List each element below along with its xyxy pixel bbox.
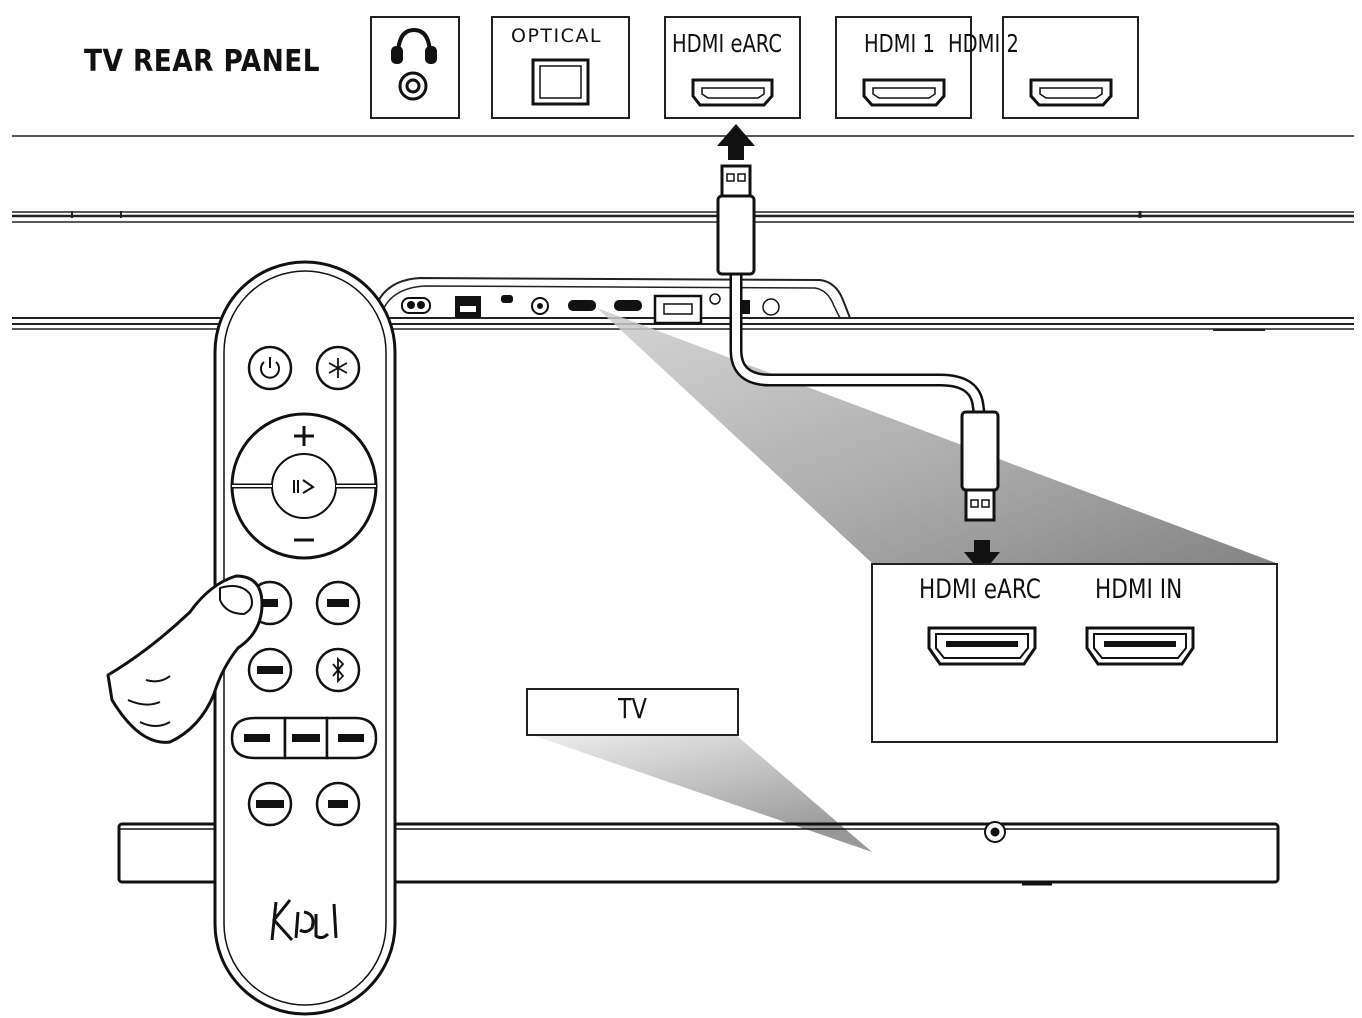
headphone-icon (391, 27, 437, 101)
light-icon (328, 358, 348, 378)
night-button[interactable] (338, 734, 364, 742)
hdmi-port-icon (862, 78, 946, 107)
ok-button[interactable] (293, 479, 315, 494)
mode-button-row (230, 716, 378, 760)
volume-ring (230, 412, 378, 560)
optical-port-label: OPTICAL (511, 25, 602, 47)
soundbar-input-panel (871, 563, 1278, 743)
bluetooth-icon (332, 656, 345, 684)
tv-port-optical (491, 16, 630, 119)
movie-button[interactable] (247, 647, 293, 693)
hdmi-port-icon (691, 78, 774, 107)
tv-port-hdmi-earc (664, 16, 801, 119)
light-button[interactable] (315, 345, 361, 391)
arrow-up-icon (717, 124, 755, 160)
soundbar-hdmi-earc-label: HDMI eARC (919, 574, 1041, 605)
play-pause-icon (293, 479, 315, 494)
music-button[interactable] (292, 734, 320, 742)
hdmi-in-port-icon (1085, 626, 1195, 666)
arrow-down-icon (964, 540, 1000, 574)
tv-port-hdmi-1 (835, 16, 972, 119)
bluetooth-button[interactable] (315, 647, 361, 693)
eq-button[interactable] (315, 781, 361, 827)
hdmi-button[interactable] (315, 580, 361, 626)
tv-port-headphone (370, 16, 460, 119)
plus-icon (294, 426, 314, 446)
power-icon (260, 361, 280, 379)
hdmi-1-port-label: HDMI 1 (864, 29, 935, 58)
optical-port-icon (531, 58, 590, 106)
dialog-button[interactable] (247, 781, 293, 827)
tv-outline (12, 135, 1354, 223)
callout-beam-to-panel (597, 308, 1276, 563)
tv-label-box (526, 688, 739, 736)
mode-button[interactable] (244, 734, 270, 742)
tv-port-hdmi-2 (1002, 16, 1139, 119)
klipsch-logo (270, 899, 338, 942)
hdmi-cable (716, 164, 1000, 522)
hdmi-port-icon (1029, 78, 1113, 107)
hdmi-earc-port-label: HDMI eARC (672, 29, 782, 58)
hdmi-earc-port-icon (927, 626, 1037, 666)
volume-up-button[interactable] (294, 426, 314, 446)
soundbar-hdmi-in-label: HDMI IN (1095, 574, 1183, 605)
hdmi-2-port-label: HDMI 2 (948, 29, 1019, 58)
tv-callout-label: TV (617, 692, 647, 725)
soundbar-rear-connectors (401, 293, 780, 325)
tv-rear-panel-title: TV REAR PANEL (84, 44, 320, 79)
remote-control (213, 260, 397, 1016)
callout-beam-to-tv (532, 735, 872, 852)
pointing-finger (106, 574, 264, 744)
power-button[interactable] (247, 345, 293, 391)
